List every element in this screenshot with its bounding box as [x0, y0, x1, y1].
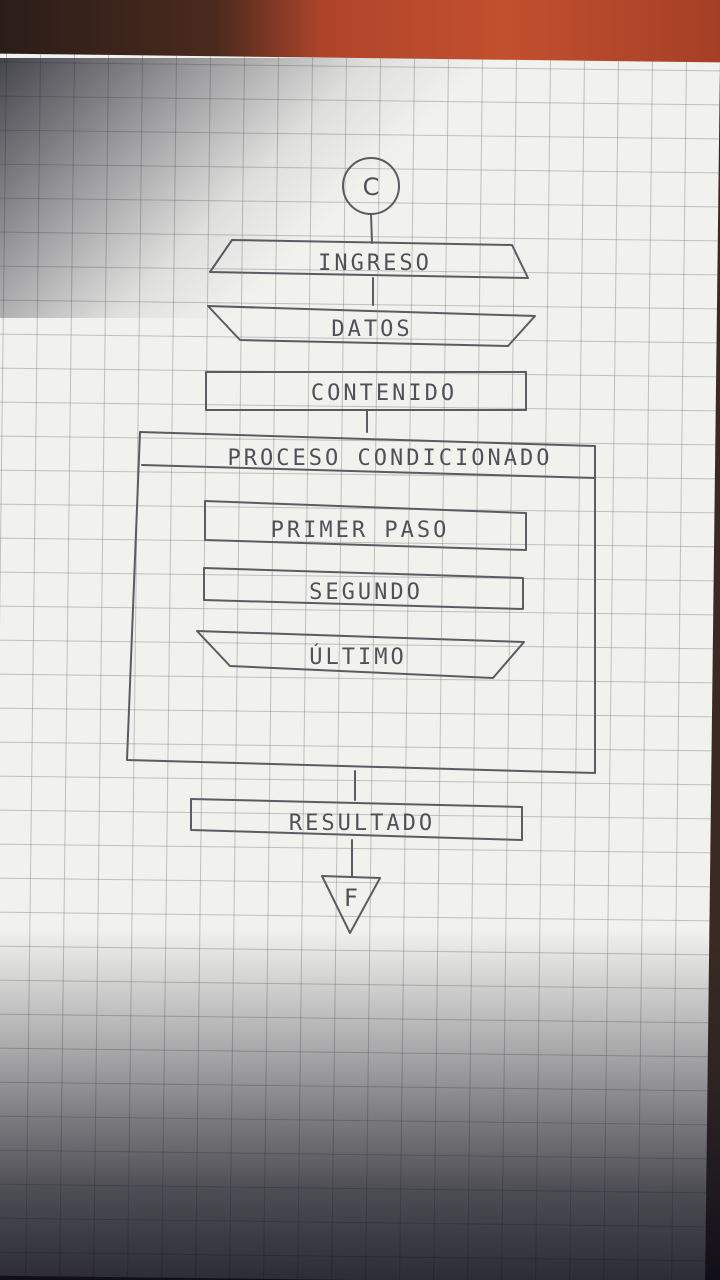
step-2-box: SEGUNDO: [203, 567, 524, 610]
input-shape-top: INGRESO: [209, 239, 529, 279]
end-symbol-text: F: [344, 884, 358, 912]
content-label: CONTENIDO: [311, 381, 457, 406]
process-container: PROCESO CONDICIONADO: [126, 431, 596, 774]
connector-line: [370, 213, 373, 244]
step-2-label: SEGUNDO: [309, 580, 423, 605]
start-connector: C: [342, 157, 400, 215]
input-shape-bottom: DATOS: [207, 305, 536, 347]
input-label-2: DATOS: [331, 317, 412, 342]
step-1-label: PRIMER PASO: [271, 518, 450, 543]
step-3-label: ÚLTIMO: [309, 644, 406, 670]
step-3-shape: ÚLTIMO: [196, 630, 525, 679]
result-box: RESULTADO: [190, 798, 523, 841]
content-box: CONTENIDO: [205, 371, 527, 411]
result-label: RESULTADO: [289, 811, 435, 836]
end-connector: F: [321, 875, 381, 934]
input-label-1: INGRESO: [318, 251, 432, 276]
start-symbol-text: C: [363, 173, 380, 201]
process-label: PROCESO CONDICIONADO: [228, 446, 553, 471]
step-1-box: PRIMER PASO: [204, 500, 527, 551]
